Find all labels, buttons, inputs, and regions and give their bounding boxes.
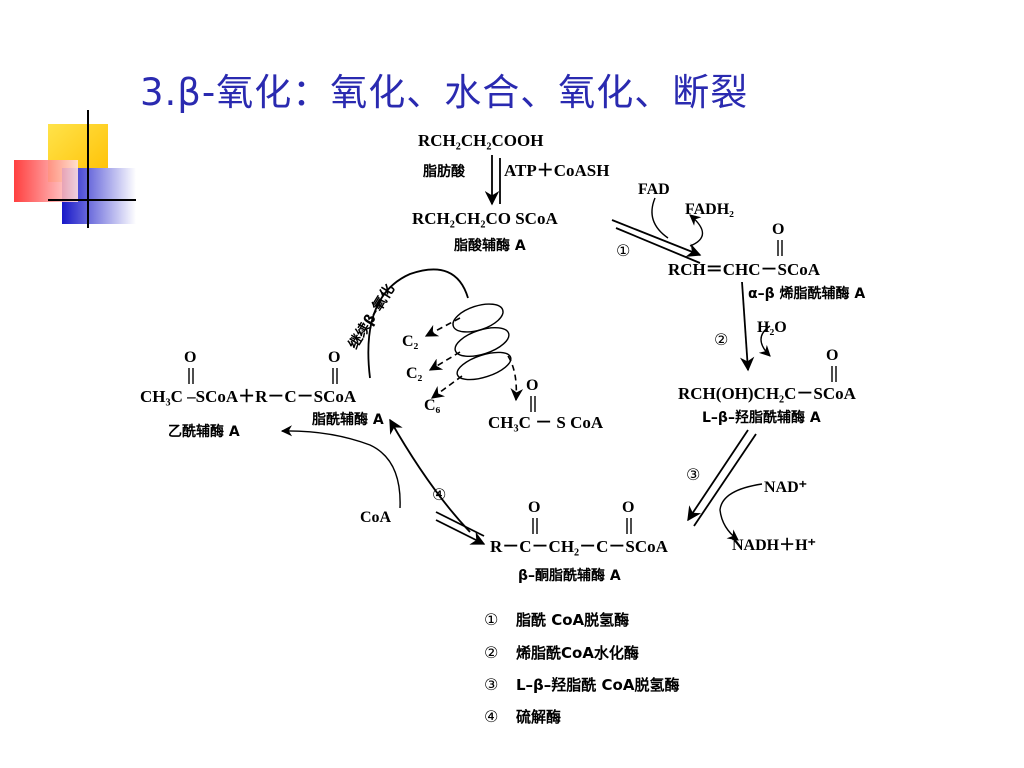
enoyl-coa-formula: RCH＝CHC－SCoA [668,260,821,279]
products-carbonyl-o: O [328,349,340,366]
legend-text-3: L–β–羟脂酰 CoA脱氢酶 [516,676,679,694]
fatty-acid-formula: RCH₂CH₂COOH [418,131,543,150]
step-1-marker: ① [616,241,630,260]
nadh-label: NADH＋H⁺ [732,537,816,554]
fadh2-label: FADH₂ [685,201,734,218]
acetyl-carbonyl-o: O [184,349,196,366]
keto-carbonyl-o-1: O [528,499,540,516]
acetyl-coa-label: 乙酰辅酶 A [168,423,240,440]
c6-label: C₆ [424,397,441,414]
legend-text-2: 烯脂酰CoA水化酶 [516,644,639,662]
acyl-coa-formula: RCH₂CH₂CO SCoA [412,209,558,228]
keto-acyl-label: β–酮脂酰辅酶 A [518,567,621,584]
hydroxy-acyl-formula: RCH(OH)CH₂C－SCoA [678,384,857,403]
legend-num-1: ① [484,610,498,629]
hydroxy-carbonyl-o: O [826,347,838,364]
corner-decoration [14,110,136,228]
keto-carbonyl-o-2: O [622,499,634,516]
c2-label-a: C₂ [402,333,419,350]
continue-beta-oxidation-label: 继续β–氧化 [345,281,398,352]
legend-num-2: ② [484,643,498,662]
enzyme-legend: ① 脂酰 CoA脱氢酶 ② 烯脂酰CoA水化酶 ③ L–β–羟脂酰 CoA脱氢酶… [484,610,679,726]
page-title: 3.β-氧化：氧化、水合、氧化、断裂 [140,71,749,114]
enoyl-coa-label: α–β 烯脂酰辅酶 A [748,285,865,302]
legend-num-3: ③ [484,675,498,694]
fad-label: FAD [638,181,670,198]
step-2-marker: ② [714,330,728,349]
nad-label: NAD⁺ [764,479,807,496]
legend-text-4: 硫解酶 [516,708,561,726]
water-label: H₂O [757,319,787,336]
atp-coash: ATP＋CoASH [504,161,609,180]
legend-text-1: 脂酰 CoA脱氢酶 [516,611,629,629]
legend-num-4: ④ [484,707,498,726]
products-formula: CH₃C –SCoA＋R－C－SCoA [140,387,357,406]
enoyl-carbonyl-o: O [772,221,784,238]
deco-red-square [14,160,78,202]
acyl-coa-label: 脂酸辅酶 A [453,237,526,254]
loop-carbonyl-o: O [526,377,538,394]
products-acyl-coa-label: 脂酰辅酶 A [311,411,384,428]
loop-acetyl-coa-formula: CH₃C － S CoA [488,413,604,432]
step-3-marker: ③ [686,465,700,484]
fatty-acid-label: 脂肪酸 [422,163,466,180]
keto-acyl-formula: R－C－CH₂－C－SCoA [490,537,669,556]
hydroxy-acyl-label: L–β–羟脂酰辅酶 A [702,409,821,426]
coa-label: CoA [360,509,392,526]
c2-label-b: C₂ [406,365,423,382]
